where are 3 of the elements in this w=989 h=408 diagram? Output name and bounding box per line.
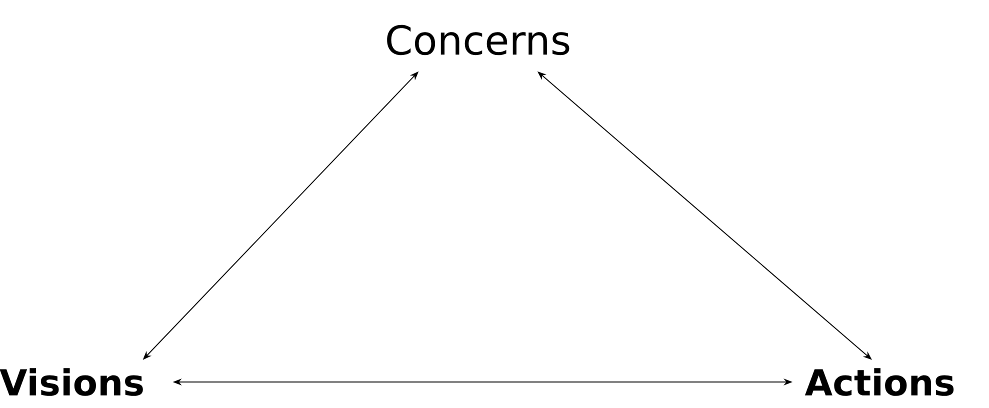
label-text: Visions	[0, 368, 143, 396]
label-text: Concerns	[387, 24, 570, 56]
label-text: Actions	[804, 368, 954, 396]
